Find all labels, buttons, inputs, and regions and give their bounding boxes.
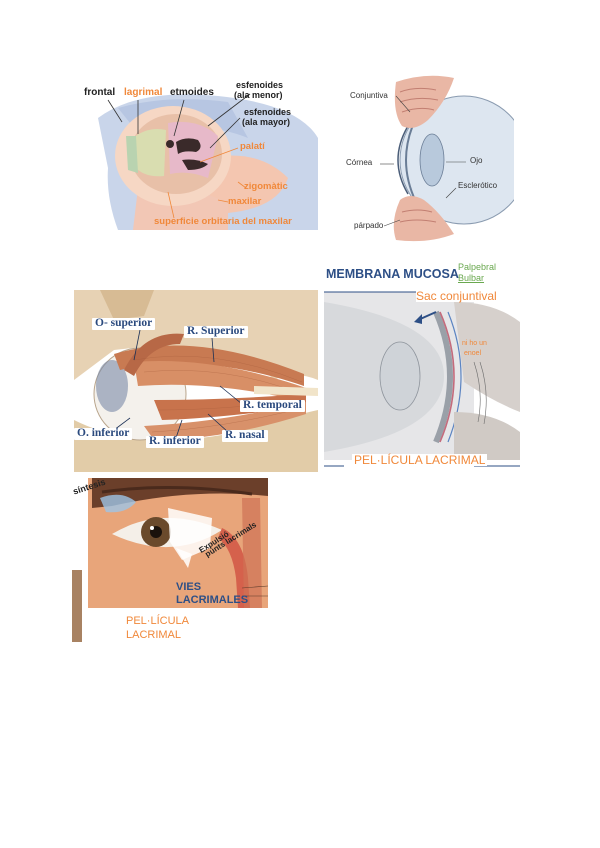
label-enoel: enoel [464, 350, 481, 357]
label-ni-ho-un: ni ho un [462, 340, 487, 347]
label-sac-conjuntival: Sac conjuntival [416, 290, 497, 302]
label-ala-menor: (ala menor) [234, 91, 283, 100]
label-palati: palatí [240, 142, 265, 152]
label-maxilar: maxilar [228, 197, 261, 207]
label-vies: VIES [176, 582, 201, 593]
label-o-inferior: O. inferior [74, 428, 132, 440]
label-esfenoides-ala-mayor: esfenoides [244, 108, 291, 117]
label-ala-mayor: (ala mayor) [242, 118, 290, 127]
lacrimal-apparatus-figure: síntesis Expulsió punts lacrimals VIES L… [72, 478, 272, 644]
label-membrana-mucosa: MEMBRANA MUCOSA [326, 268, 459, 281]
eyelid-section-figure: Conjuntiva Córnea Ojo Esclerótico párpad… [336, 72, 514, 242]
label-r-temporal: R. temporal [240, 400, 305, 412]
label-palpebral: Palpebral [458, 263, 496, 272]
label-etmoides: etmoides [170, 88, 214, 98]
label-bulbar: Bulbar [458, 274, 484, 283]
mucous-membrane-figure: MEMBRANA MUCOSA Palpebral Bulbar Sac con… [324, 262, 520, 472]
label-lagrimal: lagrimal [124, 88, 162, 98]
label-r-nasal: R. nasal [222, 430, 268, 442]
label-parpado: párpado [354, 222, 383, 230]
label-r-inferior: R. inferior [146, 436, 204, 448]
label-lacrimal: LACRIMAL [126, 630, 181, 641]
orbit-bones-figure: frontal lagrimal etmoides esfenoides (al… [78, 78, 318, 230]
label-frontal: frontal [84, 88, 115, 98]
label-ojo: Ojo [470, 157, 482, 165]
label-pelicula-lacrimal: PEL·LÍCULA LACRIMAL [352, 454, 487, 466]
label-o-superior: O- superior [92, 318, 155, 330]
eye-muscles-figure: O- superior R. Superior R. temporal O. i… [74, 290, 318, 472]
label-lacrimales: LACRIMALES [176, 595, 248, 606]
label-pelicula: PEL·LÍCULA [126, 616, 189, 627]
label-r-superior: R. Superior [184, 326, 248, 338]
label-superficie-orbitaria: superficie orbitaria del maxilar [154, 217, 292, 227]
label-esclerotico: Esclerótico [458, 182, 497, 190]
label-esfenoides-ala-menor: esfenoides [236, 81, 283, 90]
label-cornea: Córnea [346, 159, 372, 167]
orbit-bones-illustration [78, 78, 318, 230]
label-conjuntiva: Conjuntiva [350, 92, 388, 100]
label-zigomatic: zigomàtic [244, 182, 288, 192]
